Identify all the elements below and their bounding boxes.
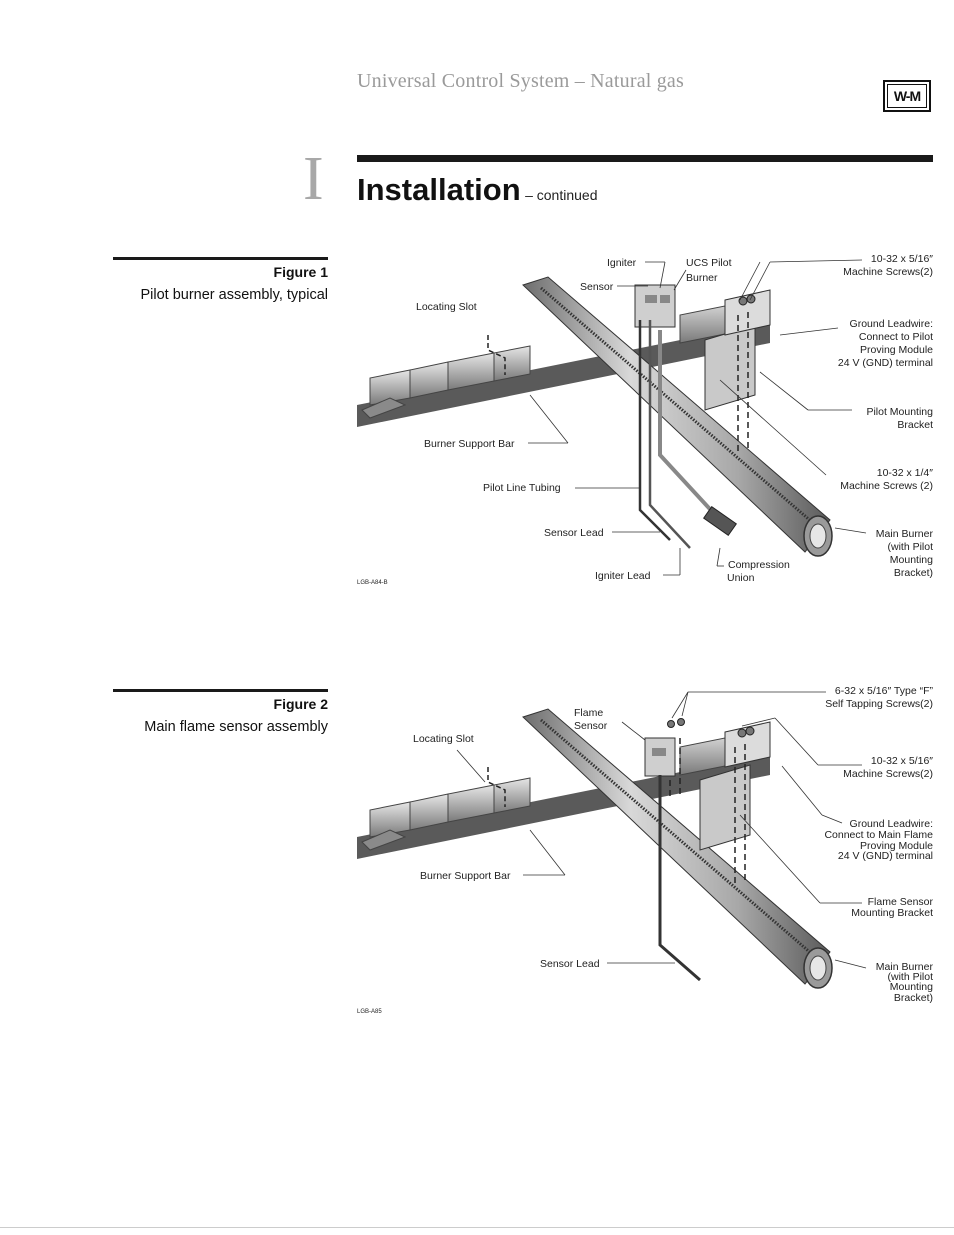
label-screws-bot-2: Machine Screws (2): [840, 480, 933, 492]
label-main-2-4: Bracket): [894, 992, 933, 1004]
label-bracket-2: Bracket: [897, 419, 933, 431]
sensor-lead: [638, 320, 671, 541]
label-igniter-lead: Igniter Lead: [595, 570, 651, 582]
flame-sensor: [644, 737, 676, 777]
label-sensor-lead-2: Sensor Lead: [540, 958, 600, 970]
label-ground-4: 24 V (GND) terminal: [838, 357, 933, 369]
label-flame-2: Sensor: [574, 720, 608, 732]
page-bottom-rule: [0, 1227, 954, 1228]
label-main-2-1: Main Burner: [876, 961, 934, 973]
label-flame-1: Flame: [574, 707, 603, 719]
label-bracket-2-2: Mounting Bracket: [851, 907, 933, 919]
label-pilot-tubing: Pilot Line Tubing: [483, 482, 561, 494]
main-burner-tube-2: [522, 708, 833, 989]
label-screws-top: 10-32 x 5/16″: [871, 253, 933, 265]
label-sensor: Sensor: [580, 281, 614, 293]
label-ground-2-2: Connect to Main Flame: [824, 829, 933, 841]
figure1-caption: Pilot burner assembly, typical: [140, 287, 328, 303]
label-main-2-3: Mounting: [890, 981, 933, 993]
figure1-code: LGB-A84-B: [357, 580, 388, 586]
label-main-2: (with Pilot: [887, 541, 933, 553]
sensor-lead-2: [658, 775, 701, 982]
label-ground-2-4: 24 V (GND) terminal: [838, 850, 933, 862]
label-ground-2-1: Ground Leadwire:: [850, 818, 933, 830]
locating-slot-marker-2: [487, 767, 506, 807]
pilot-line-tubing: [658, 330, 737, 537]
label-sensor-lead: Sensor Lead: [544, 527, 604, 539]
pilot-mounting-bracket: [704, 289, 771, 455]
label-screws-2-1: 10-32 x 5/16″: [871, 755, 933, 767]
section-title: Installation – continued: [357, 172, 598, 208]
ucs-pilot-burner: [634, 284, 676, 328]
label-main-3: Mounting: [890, 554, 933, 566]
label-support-bar: Burner Support Bar: [424, 438, 515, 450]
main-burner-tube: [522, 276, 833, 557]
figure2-leaders: [456, 691, 867, 969]
burner-support-bar: [357, 296, 771, 427]
label-main-2-2: (with Pilot: [887, 971, 933, 983]
figure2-caption: Main flame sensor assembly: [144, 719, 328, 735]
label-ground-2-3: Proving Module: [860, 840, 933, 852]
logo-text: W-M: [887, 84, 927, 108]
label-main-4: Bracket): [894, 567, 933, 579]
figure1-leaders: [528, 259, 867, 576]
label-ground-3: Proving Module: [860, 344, 933, 356]
label-ground-2: Connect to Pilot: [859, 331, 933, 343]
figure1-rule: [113, 257, 328, 260]
label-screws-top-2: Machine Screws(2): [843, 266, 933, 278]
label-tap-2: Self Tapping Screws(2): [825, 698, 933, 710]
section-rule: [357, 155, 933, 162]
label-locating-slot: Locating Slot: [416, 301, 477, 313]
label-screws-bot-1: 10-32 x 1/4″: [877, 467, 934, 479]
header-title: Universal Control System – Natural gas: [357, 70, 684, 92]
wm-logo-icon: W-M: [883, 80, 931, 112]
label-tap-1: 6-32 x 5/16″ Type “F”: [835, 685, 934, 697]
label-bracket-2-1: Flame Sensor: [868, 896, 934, 908]
label-compression-1: Compression: [728, 559, 790, 571]
flame-sensor-mounting-bracket: [667, 718, 771, 885]
label-burner: Burner: [686, 272, 718, 284]
label-support-bar-2: Burner Support Bar: [420, 870, 511, 882]
label-bracket-1: Pilot Mounting: [866, 406, 933, 418]
section-subtitle: – continued: [525, 187, 598, 203]
label-main-1: Main Burner: [876, 528, 934, 540]
figure1-number: Figure 1: [273, 264, 328, 280]
label-ucs-pilot: UCS Pilot: [686, 257, 732, 269]
section-title-text: Installation: [357, 172, 521, 207]
label-igniter: Igniter: [607, 257, 637, 269]
label-locating-slot-2: Locating Slot: [413, 733, 474, 745]
label-compression-2: Union: [727, 572, 755, 584]
figure2-rule: [113, 689, 328, 692]
figure2-code: LGB-A85: [357, 1009, 382, 1015]
label-screws-2-2: Machine Screws(2): [843, 768, 933, 780]
label-ground-1: Ground Leadwire:: [850, 318, 933, 330]
section-numeral: I: [303, 145, 324, 213]
igniter-lead: [648, 320, 691, 549]
figure2-number: Figure 2: [273, 696, 328, 712]
locating-slot-marker: [487, 335, 506, 375]
